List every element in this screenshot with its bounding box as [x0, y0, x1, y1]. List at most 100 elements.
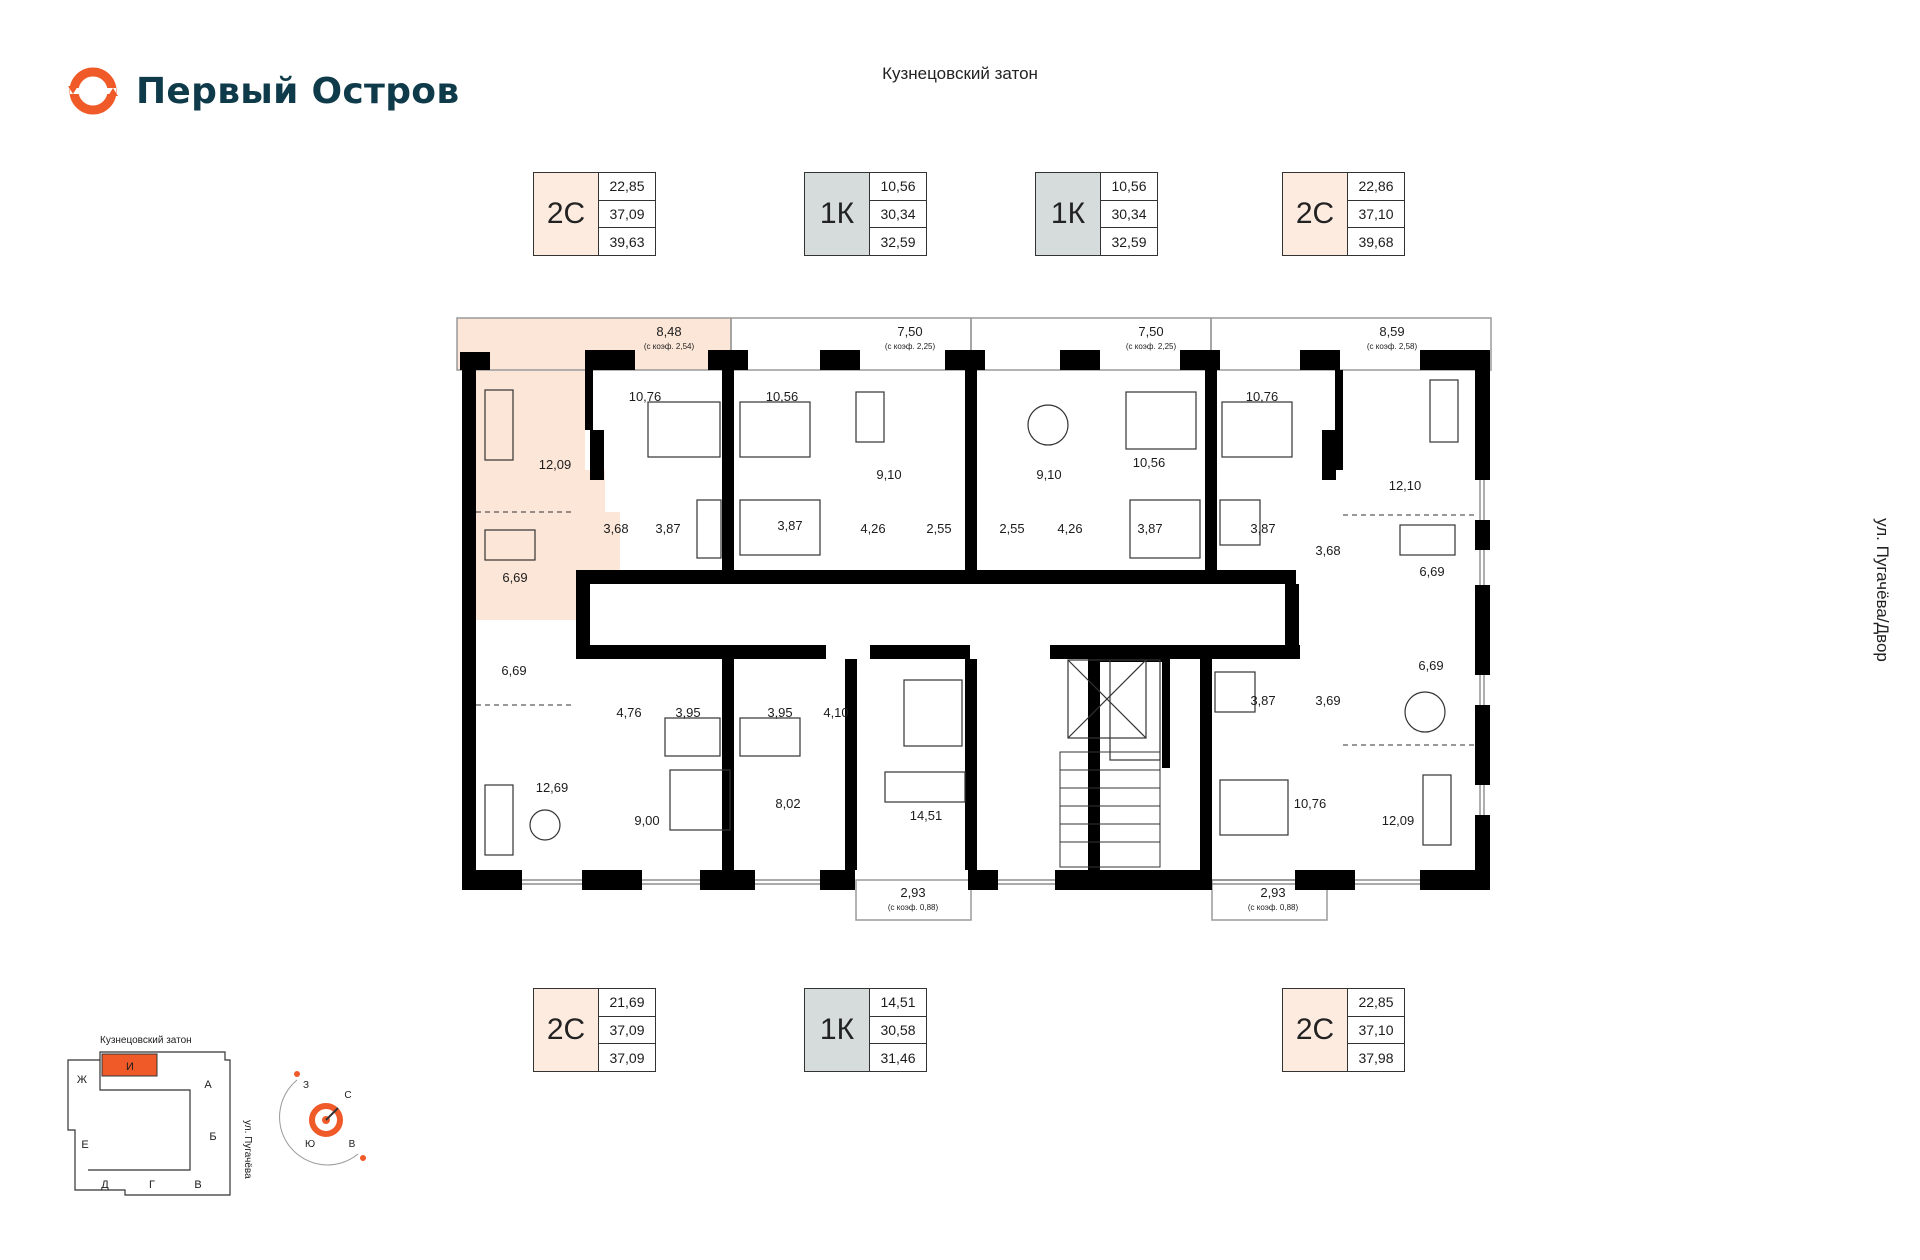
unit-area-total: 37,10 — [1348, 1017, 1404, 1045]
room-area: 4,26 — [860, 521, 885, 536]
unit-area-total: 37,09 — [599, 1017, 655, 1045]
unit-area-full: 39,68 — [1358, 233, 1394, 250]
apartment-highlight — [470, 370, 620, 575]
keyplan-section: Ж — [77, 1074, 87, 1086]
room-area: 3,95 — [675, 705, 700, 720]
room-area: 12,69 — [536, 780, 569, 795]
room-area: 6,69 — [1419, 564, 1444, 579]
unit-area-total: 37,09 — [599, 201, 655, 229]
room-area: 2,55 — [926, 521, 951, 536]
room-area: 9,10 — [876, 467, 901, 482]
room-area: 12,09 — [539, 457, 572, 472]
unit-area-total: 30,58 — [870, 1017, 926, 1045]
unit-area-full: 31,46 — [880, 1049, 916, 1066]
brand-name: Первый Остров — [136, 70, 460, 112]
unit-card[interactable]: 1К 10,56 30,34 32,59 — [1035, 172, 1158, 256]
balcony-area: 8,48 — [656, 324, 681, 339]
unit-area-living: 22,85 — [1348, 989, 1404, 1017]
balcony-area: 2,93 — [1260, 885, 1285, 900]
balcony-area: 7,50 — [897, 324, 922, 339]
balcony-coef: (с коэф. 2,25) — [1126, 342, 1177, 351]
fixtures — [664, 499, 1261, 761]
unit-area-total: 30,34 — [1101, 201, 1157, 229]
unit-card[interactable]: 2С 21,69 37,09 37,09 — [533, 988, 656, 1072]
keyplan-section: В — [194, 1179, 201, 1191]
unit-type: 1К — [805, 173, 870, 255]
unit-card[interactable]: 1К 10,56 30,34 32,59 — [804, 172, 927, 256]
unit-areas: 22,85 37,09 39,63 — [599, 173, 655, 255]
room-area: 3,87 — [777, 518, 802, 533]
unit-card[interactable]: 2С 22,86 37,10 39,68 — [1282, 172, 1405, 256]
balcony-coef: (с коэф. 0,88) — [888, 903, 939, 912]
keyplan-title: Кузнецовский затон — [100, 1035, 192, 1046]
room-area: 4,10 — [823, 705, 848, 720]
floor-plan: 8,48 (с коэф. 2,54) 7,50 (с коэф. 2,25) … — [456, 317, 1492, 921]
windows — [522, 480, 1485, 885]
keyplan-outline — [67, 1051, 231, 1196]
room-area: 3,68 — [603, 521, 628, 536]
room-area: 3,87 — [655, 521, 680, 536]
unit-card[interactable]: 1К 14,51 30,58 31,46 — [804, 988, 927, 1072]
street-label-right-text: ул. Пугачёва/Двор — [1873, 518, 1892, 662]
logo-icon — [68, 67, 118, 115]
balcony-labels: 8,48 (с коэф. 2,54) 7,50 (с коэф. 2,25) … — [644, 324, 1418, 912]
room-area: 3,87 — [1250, 693, 1275, 708]
unit-type: 2С — [1283, 173, 1348, 255]
unit-areas: 10,56 30,34 32,59 — [870, 173, 926, 255]
unit-areas: 14,51 30,58 31,46 — [870, 989, 926, 1071]
compass-labels: З С Ю В — [303, 1080, 356, 1150]
room-area: 3,87 — [1250, 521, 1275, 536]
keyplan-section: Г — [149, 1179, 155, 1191]
unit-type: 2С — [1283, 989, 1348, 1071]
unit-area-full: 32,59 — [880, 233, 916, 250]
apartment-highlight-kitchen — [470, 575, 580, 620]
balcony-coef: (с коэф. 2,54) — [644, 342, 695, 351]
unit-area-full: 32,59 — [1111, 233, 1147, 250]
unit-type: 1К — [1036, 173, 1101, 255]
unit-areas: 10,56 30,34 32,59 — [1101, 173, 1157, 255]
room-area: 3,68 — [1315, 543, 1340, 558]
unit-card[interactable]: 2С 22,85 37,10 37,98 — [1282, 988, 1405, 1072]
room-area: 3,69 — [1315, 693, 1340, 708]
keyplan-section-highlight — [101, 1053, 158, 1077]
keyplan-section: Б — [209, 1131, 216, 1143]
unit-area-living: 21,69 — [599, 989, 655, 1017]
compass-east: В — [349, 1139, 356, 1150]
room-area: 4,76 — [616, 705, 641, 720]
keyplan-section: И — [126, 1061, 134, 1073]
room-area: 12,09 — [1382, 813, 1415, 828]
room-area: 6,69 — [501, 663, 526, 678]
compass-north: С — [344, 1090, 351, 1101]
room-dividers — [476, 511, 1475, 746]
unit-areas: 22,85 37,10 37,98 — [1348, 989, 1404, 1071]
room-labels: 12,09 10,76 3,68 3,87 6,69 10,56 9,10 3,… — [501, 389, 1444, 828]
keyplan-section: А — [204, 1079, 212, 1091]
unit-area-living: 22,85 — [599, 173, 655, 201]
room-area: 6,69 — [502, 570, 527, 585]
keyplan-sections: Ж И А Е Б Д Г В — [77, 1061, 217, 1191]
unit-area-full: 39,63 — [609, 233, 645, 250]
compass-west: З — [303, 1080, 309, 1091]
unit-areas: 21,69 37,09 37,09 — [599, 989, 655, 1071]
room-area: 3,95 — [767, 705, 792, 720]
unit-type: 2С — [534, 173, 599, 255]
balcony-coef: (с коэф. 2,25) — [885, 342, 936, 351]
compass-south: Ю — [305, 1139, 315, 1150]
unit-area-total: 37,10 — [1348, 201, 1404, 229]
unit-areas: 22,86 37,10 39,68 — [1348, 173, 1404, 255]
unit-area-full: 37,09 — [609, 1049, 645, 1066]
room-area: 2,55 — [999, 521, 1024, 536]
unit-area-living: 14,51 — [870, 989, 926, 1017]
room-area: 12,10 — [1389, 478, 1422, 493]
room-area: 10,56 — [766, 389, 799, 404]
unit-card[interactable]: 2С 22,85 37,09 39,63 — [533, 172, 656, 256]
key-plan: Кузнецовский затон Ж И А Е Б Д Г В ул. П… — [67, 1035, 366, 1196]
keyplan-section: Е — [81, 1139, 88, 1151]
room-area: 10,56 — [1133, 455, 1166, 470]
room-area: 4,26 — [1057, 521, 1082, 536]
room-area: 10,76 — [1246, 389, 1279, 404]
furniture-tables — [484, 391, 1456, 841]
brand-logo: Первый Остров — [66, 64, 459, 118]
unit-area-total: 30,34 — [870, 201, 926, 229]
room-area: 6,69 — [1418, 658, 1443, 673]
